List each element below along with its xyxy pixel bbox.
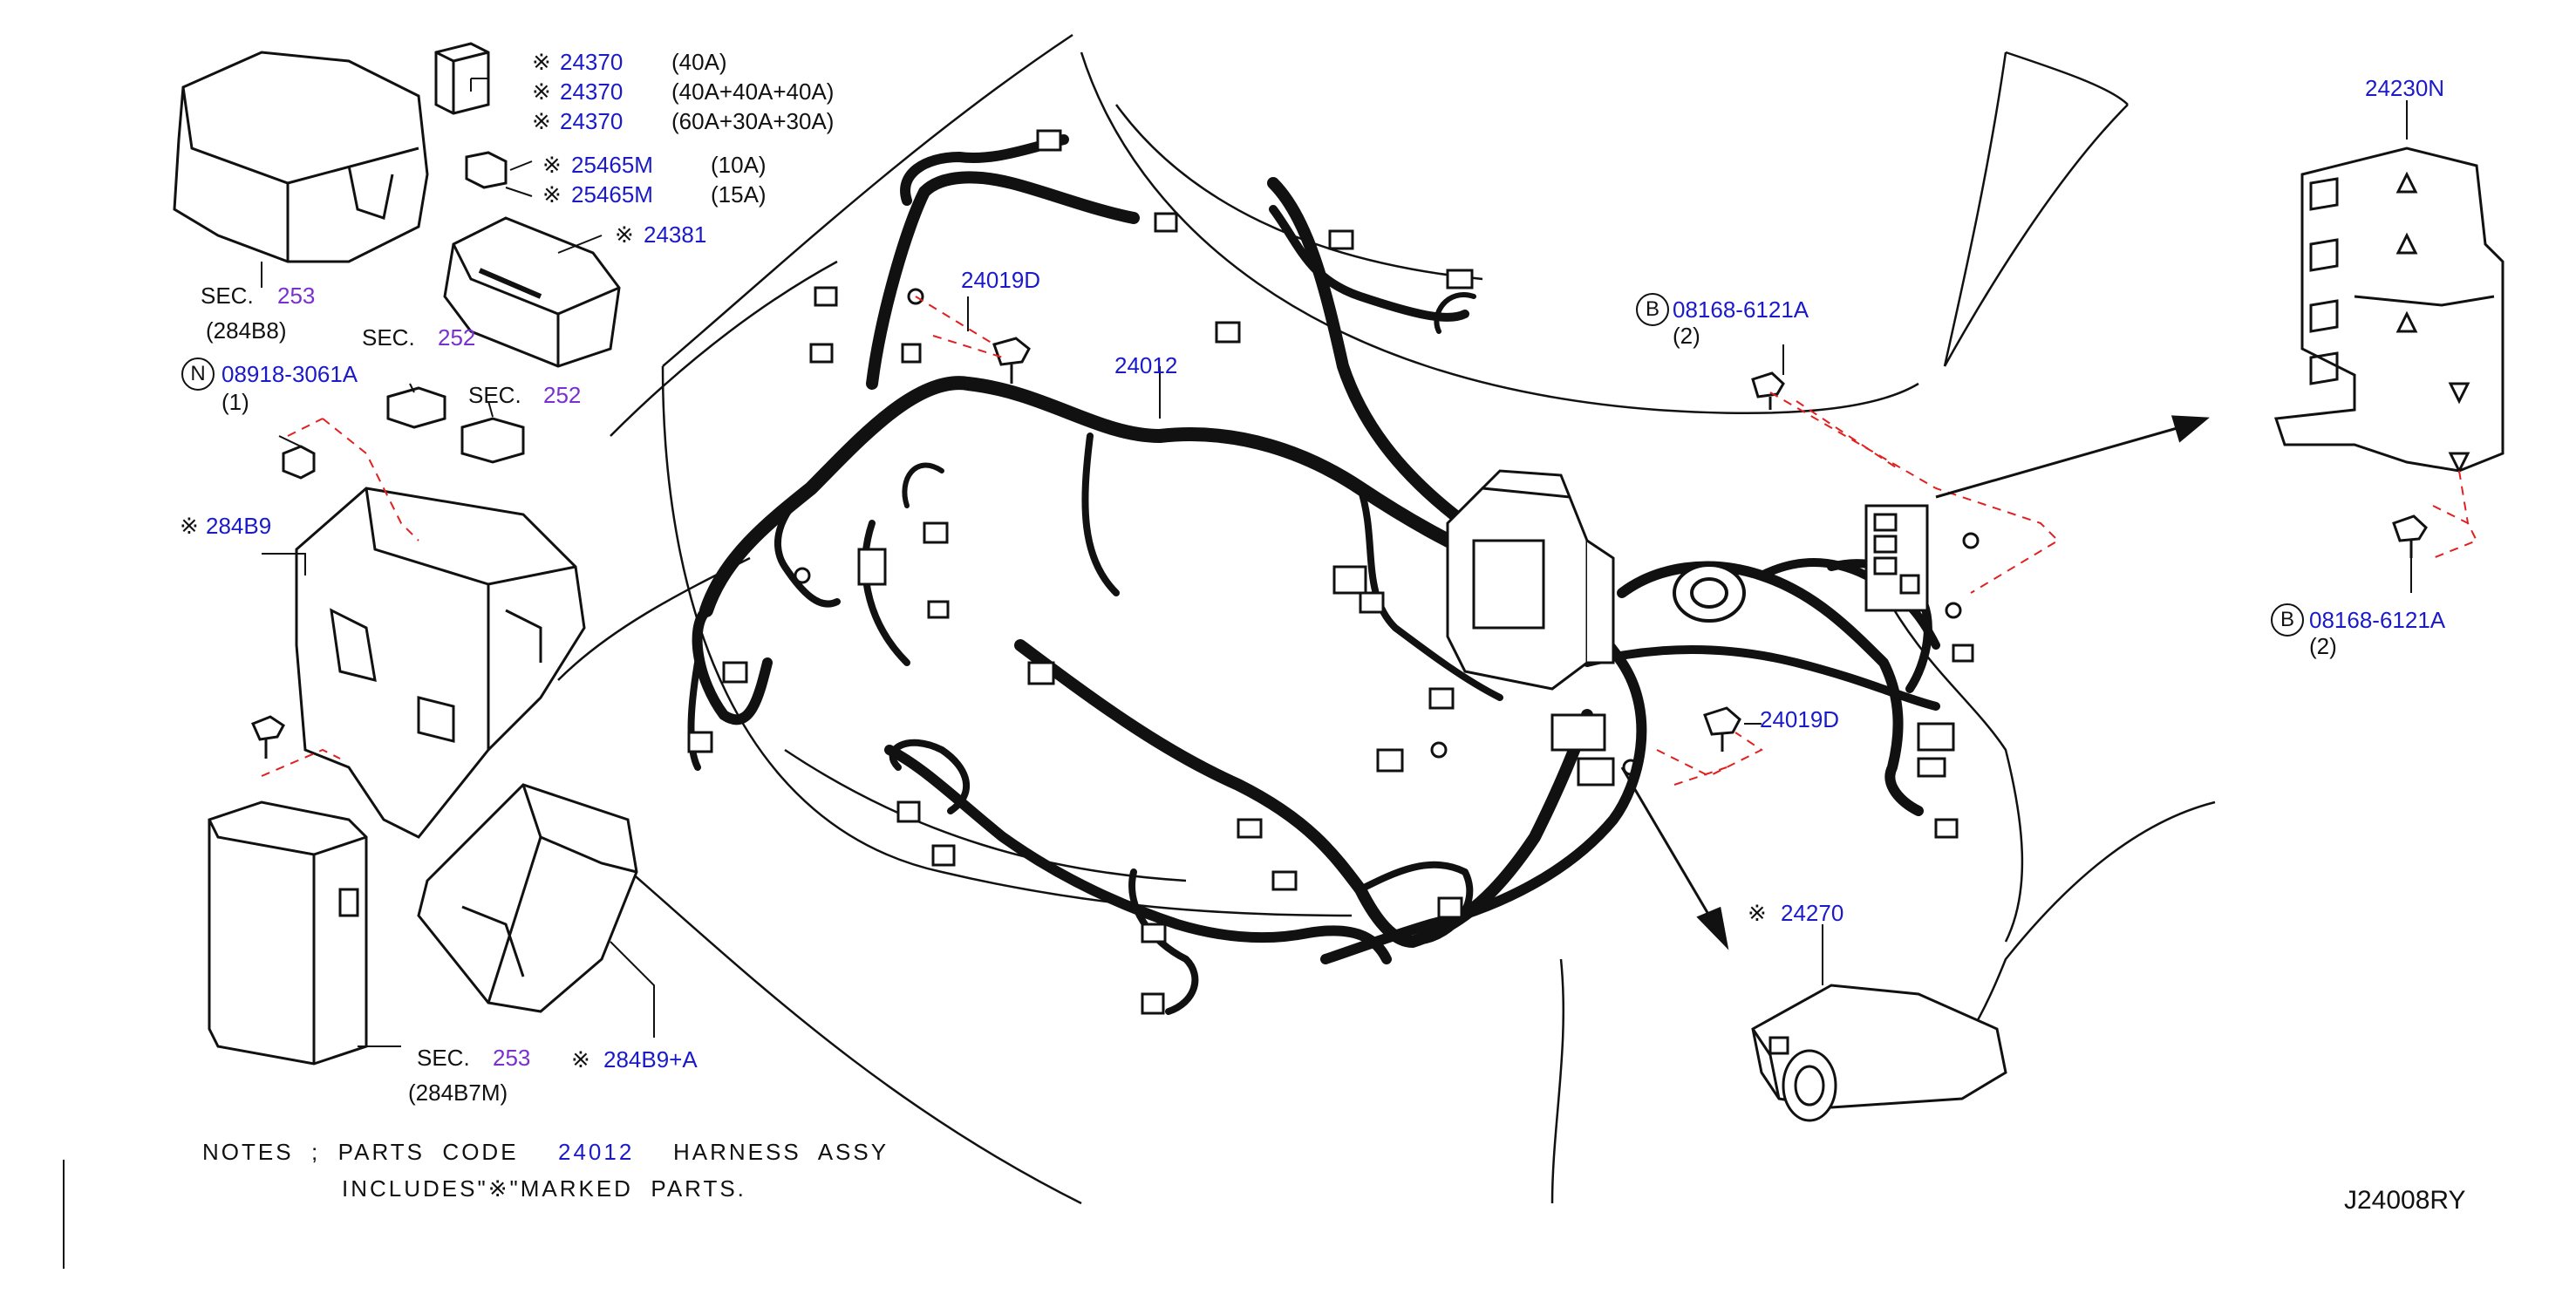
protector-24270-mark: ※: [1748, 900, 1767, 926]
notes-line1-suffix: HARNESS ASSY: [673, 1139, 889, 1165]
box-284b9-code[interactable]: 284B9: [206, 513, 272, 539]
sec-252-b-num[interactable]: 252: [543, 382, 582, 408]
bolt-08168-bottom-code[interactable]: 08168-6121A: [2309, 607, 2446, 633]
fuse-box-cover: [173, 51, 429, 263]
fuse-25465m-spec-a: (10A): [711, 152, 767, 178]
direction-arrows: [1620, 415, 2210, 950]
bracket-24230n: [2273, 146, 2504, 474]
fuse-25465m-code-a[interactable]: 25465M: [571, 152, 653, 178]
box-284b9: [295, 487, 586, 839]
relay-24370-spec-b: (40A+40A+40A): [671, 78, 835, 105]
dashed-guide-lines: [261, 296, 2478, 786]
grommet: [1673, 563, 1746, 623]
connector-block-right: [1864, 504, 1955, 778]
sec-252-parts: [386, 386, 525, 464]
sec-252-a-num[interactable]: 252: [438, 324, 476, 351]
relay-24370-mark-b: ※: [532, 78, 551, 105]
bracket-24230n-code[interactable]: 24230N: [2365, 75, 2445, 101]
sec-253-top-sub: (284B8): [206, 317, 287, 344]
leader-lines: [261, 78, 2412, 1047]
block-24381-code[interactable]: 24381: [644, 221, 707, 248]
fuse-25465m-code-b[interactable]: 25465M: [571, 181, 653, 208]
relay-24370-code-c[interactable]: 24370: [560, 108, 624, 134]
bolt-left: [250, 715, 285, 759]
sec-253-bottom-num[interactable]: 253: [493, 1045, 531, 1071]
fuse-25465m: [465, 151, 508, 189]
relay-24370-code-b[interactable]: 24370: [560, 78, 624, 105]
relay-24370-mark-c: ※: [532, 108, 551, 134]
fuse-25465m-spec-b: (15A): [711, 181, 767, 208]
box-284b9a: [417, 783, 638, 1013]
nut-08918-code[interactable]: 08918-3061A: [221, 361, 358, 387]
protector-24270: [1751, 984, 2007, 1122]
bolt-circle-b-top: B: [1636, 293, 1669, 326]
relay-24370-spec-a: (40A): [671, 49, 727, 75]
nut-08918-qty: (1): [221, 389, 249, 415]
fuse-25465m-mark-b: ※: [542, 181, 562, 208]
nut-08918: [282, 445, 316, 480]
bolt-24019d-right-code[interactable]: 24019D: [1760, 706, 1840, 732]
bolt-08168: [1751, 371, 2428, 558]
nut-circle-n: N: [181, 358, 215, 391]
fuse-25465m-mark-a: ※: [542, 152, 562, 178]
relay-24370-spec-c: (60A+30A+30A): [671, 108, 835, 134]
notes-line1-code[interactable]: 24012: [558, 1139, 635, 1165]
diagram-id: J24008RY: [2344, 1186, 2466, 1215]
ecm-module: [208, 800, 368, 1066]
bolt-24019d: [992, 337, 1741, 752]
notes-line2: INCLUDES"※"MARKED PARTS.: [342, 1175, 746, 1202]
fuse-block-24381: [443, 216, 621, 368]
relay-24370: [434, 42, 490, 115]
relay-24370-mark-a: ※: [532, 49, 551, 75]
sec-253-top-prefix: SEC.: [201, 283, 254, 309]
bolt-08168-bottom-qty: (2): [2309, 633, 2337, 659]
protector-24270-code[interactable]: 24270: [1781, 900, 1844, 926]
sec-253-bottom-sub: (284B7M): [408, 1079, 508, 1106]
bolt-circle-b-bottom: B: [2271, 603, 2304, 637]
box-284b9a-mark: ※: [571, 1046, 590, 1073]
block-24381-mark: ※: [615, 221, 634, 248]
relay-24370-code-a[interactable]: 24370: [560, 49, 624, 75]
sec-252-b-prefix: SEC.: [468, 382, 521, 408]
sec-252-a-prefix: SEC.: [362, 324, 415, 351]
bolt-08168-top-code[interactable]: 08168-6121A: [1673, 296, 1809, 323]
relay-box-main: [1446, 469, 1615, 691]
harness-24012-code[interactable]: 24012: [1114, 352, 1178, 378]
sec-253-bottom-prefix: SEC.: [417, 1045, 470, 1071]
harness-connectors: [687, 129, 1974, 1015]
box-284b9a-code[interactable]: 284B9+A: [603, 1046, 698, 1073]
ground-terminals: [794, 288, 1980, 776]
bolt-08168-top-qty: (2): [1673, 323, 1700, 349]
notes-line1-prefix: NOTES ; PARTS CODE: [202, 1139, 519, 1165]
bolt-24019d-top-code[interactable]: 24019D: [961, 267, 1041, 293]
sec-253-top-num[interactable]: 253: [277, 283, 316, 309]
box-284b9-mark: ※: [180, 513, 199, 539]
